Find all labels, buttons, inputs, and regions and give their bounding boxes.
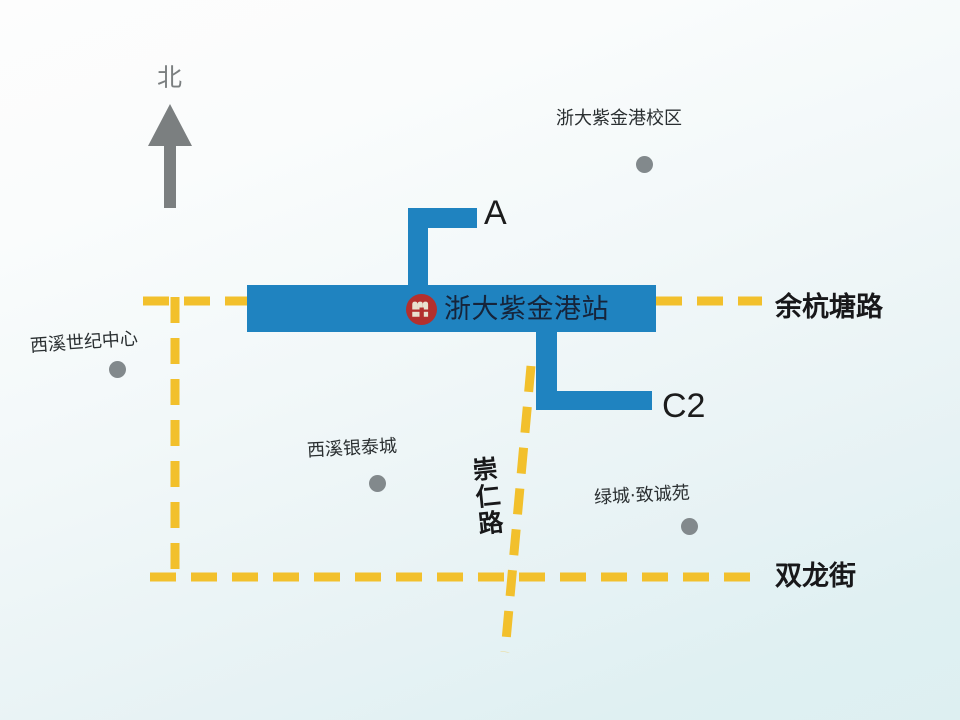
exit-a-arm [408, 208, 477, 228]
poi-label-xixi-intime-city: 西溪银泰城 [306, 435, 398, 462]
road-label-shuanglong: 双龙街 [775, 561, 856, 592]
compass-north-label: 北 [156, 63, 183, 92]
poi-label-zju-zijingang-campus: 浙大紫金港校区 [556, 108, 682, 129]
exit-c2-stem [536, 331, 557, 410]
north-arrow-icon [148, 104, 192, 208]
hangzhou-metro-logo-icon [405, 293, 438, 325]
station-hall-block [247, 285, 656, 332]
road-label-yuhangtang: 余杭塘路 [775, 292, 883, 323]
exit-c2-arm [536, 391, 652, 410]
road-chongren-line [500, 365, 536, 653]
station-name-text: 浙大紫金港站 [444, 293, 609, 325]
station-name-block: 浙大紫金港站 [405, 289, 609, 329]
exit-label-c2: C2 [662, 387, 706, 425]
poi-dot-lvcheng-zhichengyuan [681, 518, 698, 535]
poi-label-lvcheng-zhichengyuan: 绿城·致诚苑 [593, 482, 691, 509]
exit-label-a: A [484, 194, 507, 232]
poi-dot-zju-zijingang-campus [636, 156, 653, 173]
poi-dot-xixi-intime-city [369, 475, 386, 492]
poi-dot-xixi-century-center [109, 361, 126, 378]
